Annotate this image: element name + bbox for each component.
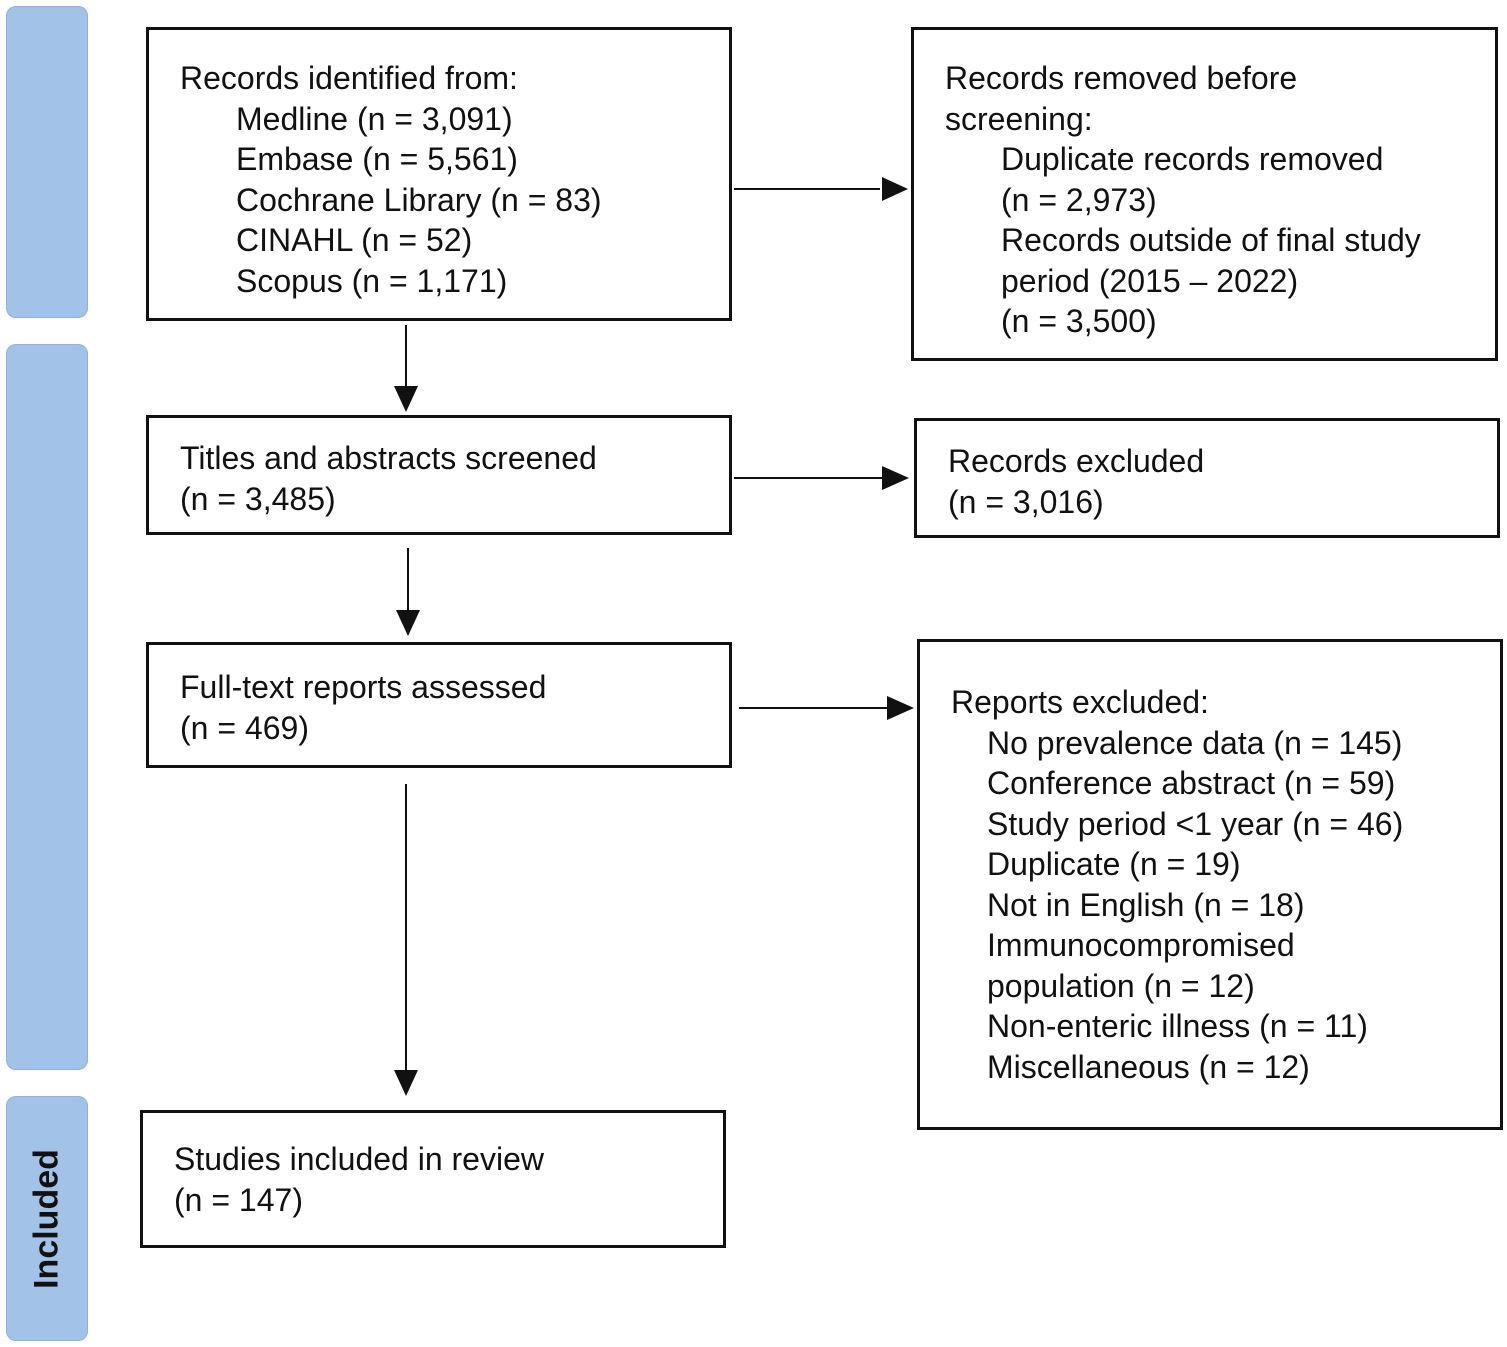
screened-box: Titles and abstracts screened (n = 3,485… — [146, 415, 732, 535]
arrowhead — [394, 1070, 418, 1096]
exclusion-reason: Miscellaneous (n = 12) — [987, 1048, 1310, 1085]
exclusion-reason: population (n = 12) — [987, 967, 1255, 1004]
arrowhead — [882, 466, 909, 490]
arrowhead — [882, 177, 908, 201]
screened-title: Titles and abstracts screened — [180, 440, 597, 476]
exclusion-reason: Non-enteric illness (n = 11) — [987, 1008, 1368, 1044]
screened-count: (n = 3,485) — [180, 480, 336, 517]
exclusion-reason: No prevalence data (n = 145) — [987, 724, 1403, 761]
records-identified-heading: Records identified from: — [180, 60, 518, 96]
phase-bar-screening — [6, 344, 88, 1070]
exclusion-reason: Not in English (n = 18) — [987, 886, 1305, 923]
reports-excluded-heading: Reports excluded: — [951, 684, 1209, 720]
removed-item: (n = 2,973) — [1001, 181, 1157, 218]
exclusion-reason: Conference abstract (n = 59) — [987, 765, 1396, 801]
phase-bar-identification — [6, 6, 88, 318]
source-item: Medline (n = 3,091) — [236, 100, 513, 137]
removed-item: Records outside of final study — [1001, 222, 1421, 258]
removed-item: Duplicate records removed — [1001, 141, 1384, 177]
assessed-box: Full-text reports assessed (n = 469) — [146, 642, 732, 768]
reports-excluded-box: Reports excluded: No prevalence data (n … — [917, 639, 1503, 1130]
assessed-title: Full-text reports assessed — [180, 669, 547, 705]
arrowhead — [394, 386, 418, 412]
source-item: Embase (n = 5,561) — [236, 141, 518, 177]
exclusion-reason: Study period <1 year (n = 46) — [987, 805, 1404, 842]
arrowhead — [887, 696, 914, 720]
source-item: CINAHL (n = 52) — [236, 222, 473, 258]
records-removed-heading: screening: — [945, 100, 1093, 137]
records-excluded-title: Records excluded — [948, 443, 1205, 479]
records-identified-box: Records identified from: Medline (n = 3,… — [146, 27, 732, 321]
records-excluded-count: (n = 3,016) — [948, 483, 1104, 520]
exclusion-reason: Duplicate (n = 19) — [987, 846, 1241, 882]
phase-bar-included: Included — [6, 1096, 88, 1341]
studies-included-count: (n = 147) — [174, 1181, 303, 1218]
assessed-count: (n = 469) — [180, 709, 309, 746]
removed-item: (n = 3,500) — [1001, 303, 1157, 339]
records-removed-heading: Records removed before — [945, 60, 1298, 96]
arrowhead — [396, 610, 420, 636]
removed-item: period (2015 – 2022) — [1001, 262, 1299, 299]
studies-included-title: Studies included in review — [174, 1141, 544, 1177]
records-removed-box: Records removed before screening: Duplic… — [911, 27, 1498, 361]
source-item: Cochrane Library (n = 83) — [236, 181, 602, 218]
records-excluded-box: Records excluded (n = 3,016) — [914, 418, 1500, 538]
studies-included-box: Studies included in review (n = 147) — [140, 1110, 726, 1248]
source-item: Scopus (n = 1,171) — [236, 262, 508, 299]
exclusion-reason: Immunocompromised — [987, 927, 1295, 963]
